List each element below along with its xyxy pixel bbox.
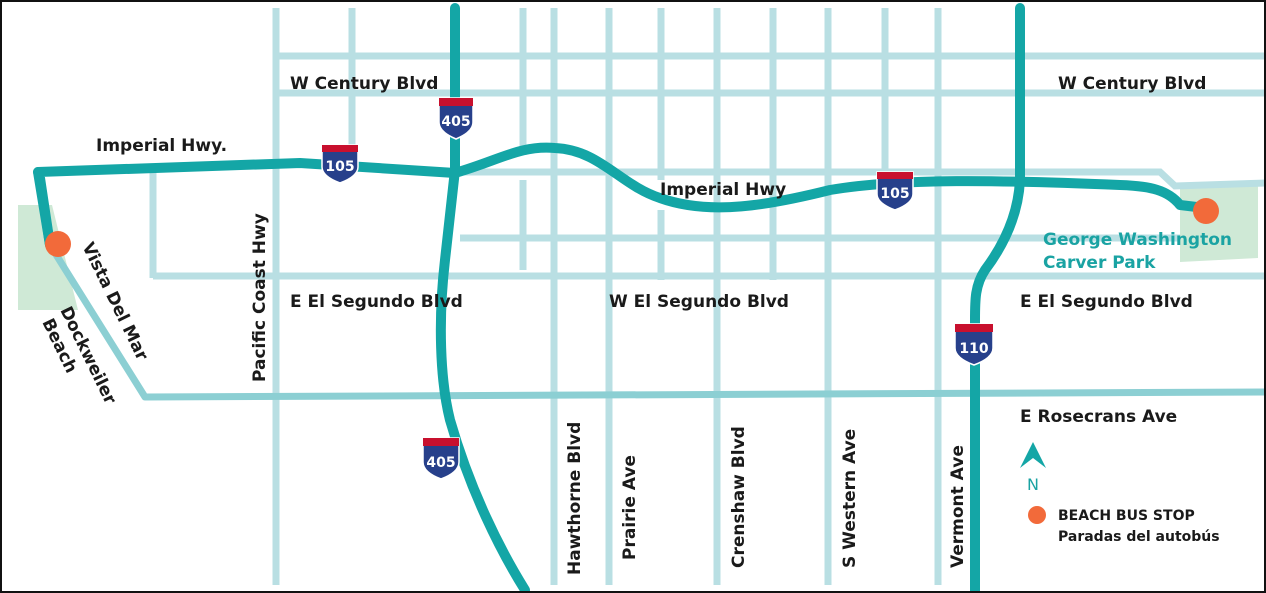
label-imperial-hwy: Imperial Hwy — [660, 180, 786, 200]
shield-105-left: 105 — [321, 144, 359, 184]
label-e-rosecrans-ave: E Rosecrans Ave — [1020, 407, 1177, 427]
compass-letter: N — [1027, 475, 1039, 494]
shield-405-top: 405 — [438, 97, 474, 140]
shield-105-right: 105 — [876, 171, 914, 211]
freeway-imperial-west-end — [33, 167, 55, 250]
label-hawthorne-blvd: Hawthorne Blvd — [565, 422, 585, 575]
label-e-el-segundo-left: E El Segundo Blvd — [290, 292, 463, 312]
bus-stop-carver-park[interactable] — [1193, 198, 1219, 224]
freeway-i405 — [435, 3, 530, 593]
label-w-el-segundo: W El Segundo Blvd — [609, 292, 789, 312]
dockweiler-beach-area — [18, 205, 78, 310]
label-imperial-hwy-dot: Imperial Hwy. — [96, 136, 227, 156]
shield-110: 110 — [954, 323, 994, 366]
carver-park-area — [1180, 183, 1258, 262]
street-imperial-hwy-frontage — [460, 168, 1266, 190]
label-vermont-ave: Vermont Ave — [948, 445, 968, 568]
shield-405-bottom: 405 — [422, 437, 460, 480]
shield-110-number: 110 — [959, 341, 988, 357]
road-vista-del-mar-rosecrans — [47, 243, 1266, 401]
bus-stop-dockweiler[interactable] — [45, 231, 71, 257]
label-w-century-blvd-left: W Century Blvd — [290, 74, 438, 94]
label-prairie-ave: Prairie Ave — [620, 455, 640, 560]
shield-405-bottom-number: 405 — [426, 455, 455, 471]
legend-line1: BEACH BUS STOP — [1058, 508, 1195, 524]
label-pacific-coast-hwy: Pacific Coast Hwy — [250, 213, 270, 382]
legend-bus-stop-icon — [1028, 506, 1046, 524]
shield-105-right-number: 105 — [880, 186, 909, 202]
shield-405-top-number: 405 — [441, 114, 470, 130]
label-park-line2: Carver Park — [1043, 253, 1156, 273]
label-s-western-ave: S Western Ave — [840, 429, 860, 568]
label-w-century-blvd-right: W Century Blvd — [1058, 74, 1206, 94]
label-crenshaw-blvd: Crenshaw Blvd — [729, 426, 749, 568]
label-e-el-segundo-right: E El Segundo Blvd — [1020, 292, 1193, 312]
shield-105-left-number: 105 — [325, 159, 354, 175]
freeway-i110 — [970, 3, 1025, 593]
legend-line2: Paradas del autobús — [1058, 529, 1220, 545]
label-park-line1: George Washington — [1043, 230, 1232, 250]
north-arrow-icon — [1020, 442, 1046, 468]
